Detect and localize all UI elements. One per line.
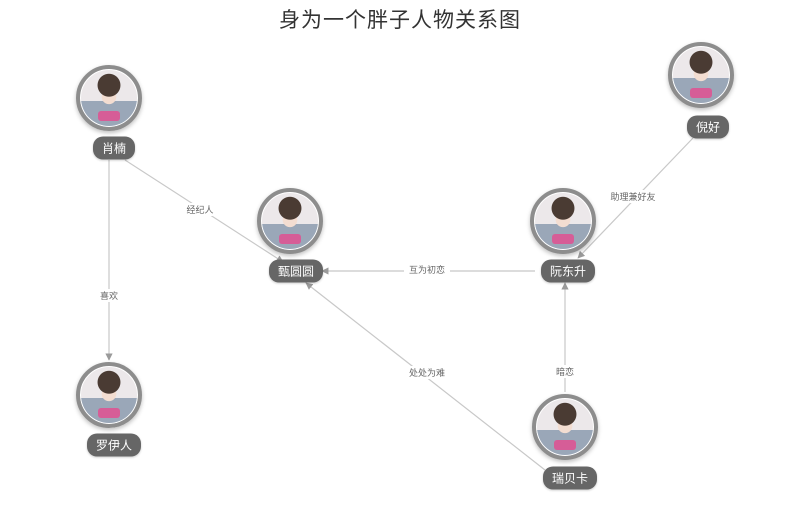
portrait-icon[interactable] xyxy=(532,394,598,460)
poster-badge xyxy=(554,440,576,450)
portrait-icon[interactable] xyxy=(76,362,142,428)
character-name-label[interactable]: 瑞贝卡 xyxy=(542,466,598,490)
edge-label: 暗恋 xyxy=(556,366,574,378)
edge-label: 助理兼好友 xyxy=(610,191,655,203)
portrait-icon[interactable] xyxy=(668,42,734,108)
edge-label-bg xyxy=(605,190,661,203)
character-name-label[interactable]: 肖楠 xyxy=(92,136,136,160)
diagram-title: 身为一个胖子人物关系图 xyxy=(279,8,521,32)
edge-label: 喜欢 xyxy=(100,290,118,302)
portrait-icon[interactable] xyxy=(257,188,323,254)
edge-label: 经纪人 xyxy=(186,204,213,216)
portrait-icon[interactable] xyxy=(76,65,142,131)
poster-badge xyxy=(690,88,712,98)
edge-label-bg xyxy=(404,366,450,379)
edge-label-bg xyxy=(182,203,218,216)
poster-badge xyxy=(279,234,301,244)
character-name-label[interactable]: 甄圆圆 xyxy=(268,259,324,283)
edge-label: 互为初恋 xyxy=(409,264,445,276)
edge-label-bg xyxy=(96,289,122,302)
edge-label-bg xyxy=(552,365,578,378)
character-name-label[interactable]: 罗伊人 xyxy=(86,433,142,457)
edge-label: 处处为难 xyxy=(409,367,445,379)
character-name-label[interactable]: 倪好 xyxy=(686,115,730,139)
edge-label-bg xyxy=(404,263,450,276)
poster-badge xyxy=(98,408,120,418)
poster-badge xyxy=(552,234,574,244)
poster-badge xyxy=(98,111,120,121)
portrait-icon[interactable] xyxy=(530,188,596,254)
character-name-label[interactable]: 阮东升 xyxy=(540,259,596,283)
